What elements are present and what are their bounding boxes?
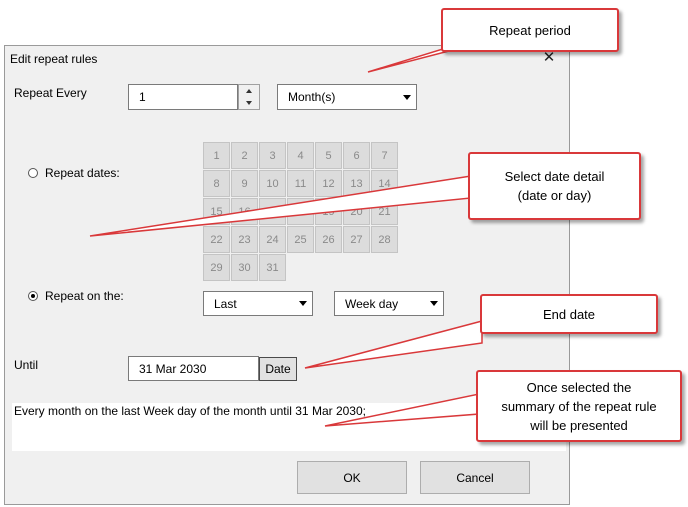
- dialog-title: Edit repeat rules: [10, 52, 98, 66]
- day-cell[interactable]: 10: [259, 170, 286, 197]
- chevron-down-icon[interactable]: [398, 85, 416, 109]
- chevron-down-icon[interactable]: [294, 292, 312, 315]
- repeat-dates-label: Repeat dates:: [45, 166, 120, 180]
- day-cell[interactable]: 24: [259, 226, 286, 253]
- repeat-on-label: Repeat on the:: [45, 289, 124, 303]
- spinner-up-icon[interactable]: [239, 85, 259, 97]
- callout-summary-line3: will be presented: [530, 417, 628, 433]
- day-cell[interactable]: 1: [203, 142, 230, 169]
- day-cell[interactable]: 22: [203, 226, 230, 253]
- cancel-button[interactable]: Cancel: [420, 461, 530, 494]
- day-cell[interactable]: 28: [371, 226, 398, 253]
- day-cell[interactable]: 27: [343, 226, 370, 253]
- callout-repeat-period-text: Repeat period: [489, 22, 571, 38]
- ok-button[interactable]: OK: [297, 461, 407, 494]
- day-cell[interactable]: 12: [315, 170, 342, 197]
- ordinal-dropdown[interactable]: Last: [203, 291, 313, 316]
- day-cell[interactable]: 11: [287, 170, 314, 197]
- day-cell[interactable]: 25: [287, 226, 314, 253]
- callout-summary-line1: Once selected the: [526, 379, 632, 395]
- callout-summary-line2: summary of the repeat rule: [501, 398, 657, 414]
- day-cell[interactable]: 8: [203, 170, 230, 197]
- spinner-down-icon[interactable]: [239, 97, 259, 109]
- arrow-date-detail: [89, 175, 472, 237]
- arrow-summary: [324, 393, 480, 427]
- day-cell[interactable]: 23: [231, 226, 258, 253]
- repeat-every-input[interactable]: 1: [128, 84, 238, 110]
- day-type-value: Week day: [345, 296, 399, 311]
- callout-repeat-period: Repeat period: [441, 8, 619, 52]
- day-cell[interactable]: 5: [315, 142, 342, 169]
- until-date-input[interactable]: 31 Mar 2030: [128, 356, 259, 381]
- until-label: Until: [14, 358, 39, 372]
- callout-date-detail-line2: (date or day): [517, 188, 592, 203]
- repeat-period-value: Month(s): [288, 90, 336, 104]
- repeat-every-label: Repeat Every: [14, 86, 87, 100]
- chevron-down-icon[interactable]: [425, 292, 443, 315]
- callout-end-date-text: End date: [542, 306, 596, 322]
- day-cell[interactable]: 3: [259, 142, 286, 169]
- summary-text: Every month on the last Week day of the …: [14, 404, 366, 418]
- repeat-every-spinner[interactable]: [238, 84, 260, 110]
- repeat-dates-radio[interactable]: [28, 168, 38, 178]
- close-icon[interactable]: ✕: [542, 49, 556, 66]
- day-cell[interactable]: 2: [231, 142, 258, 169]
- day-cell[interactable]: 7: [371, 142, 398, 169]
- arrow-end-date: [304, 320, 483, 369]
- repeat-on-radio[interactable]: [28, 291, 38, 301]
- day-cell[interactable]: 29: [203, 254, 230, 281]
- callout-date-detail-line1: Select date detail: [504, 169, 605, 184]
- day-type-dropdown[interactable]: Week day: [334, 291, 444, 316]
- repeat-period-dropdown[interactable]: Month(s): [277, 84, 417, 110]
- ordinal-value: Last: [214, 296, 237, 311]
- day-cell[interactable]: 6: [343, 142, 370, 169]
- day-cell[interactable]: 30: [231, 254, 258, 281]
- day-cell[interactable]: 9: [231, 170, 258, 197]
- callout-end-date: End date: [480, 294, 658, 334]
- day-cell[interactable]: 4: [287, 142, 314, 169]
- callout-date-detail: Select date detail (date or day): [468, 152, 641, 220]
- day-cell[interactable]: 26: [315, 226, 342, 253]
- callout-summary: Once selected the summary of the repeat …: [476, 370, 682, 442]
- date-picker-button[interactable]: Date: [259, 357, 297, 381]
- day-cell[interactable]: 31: [259, 254, 286, 281]
